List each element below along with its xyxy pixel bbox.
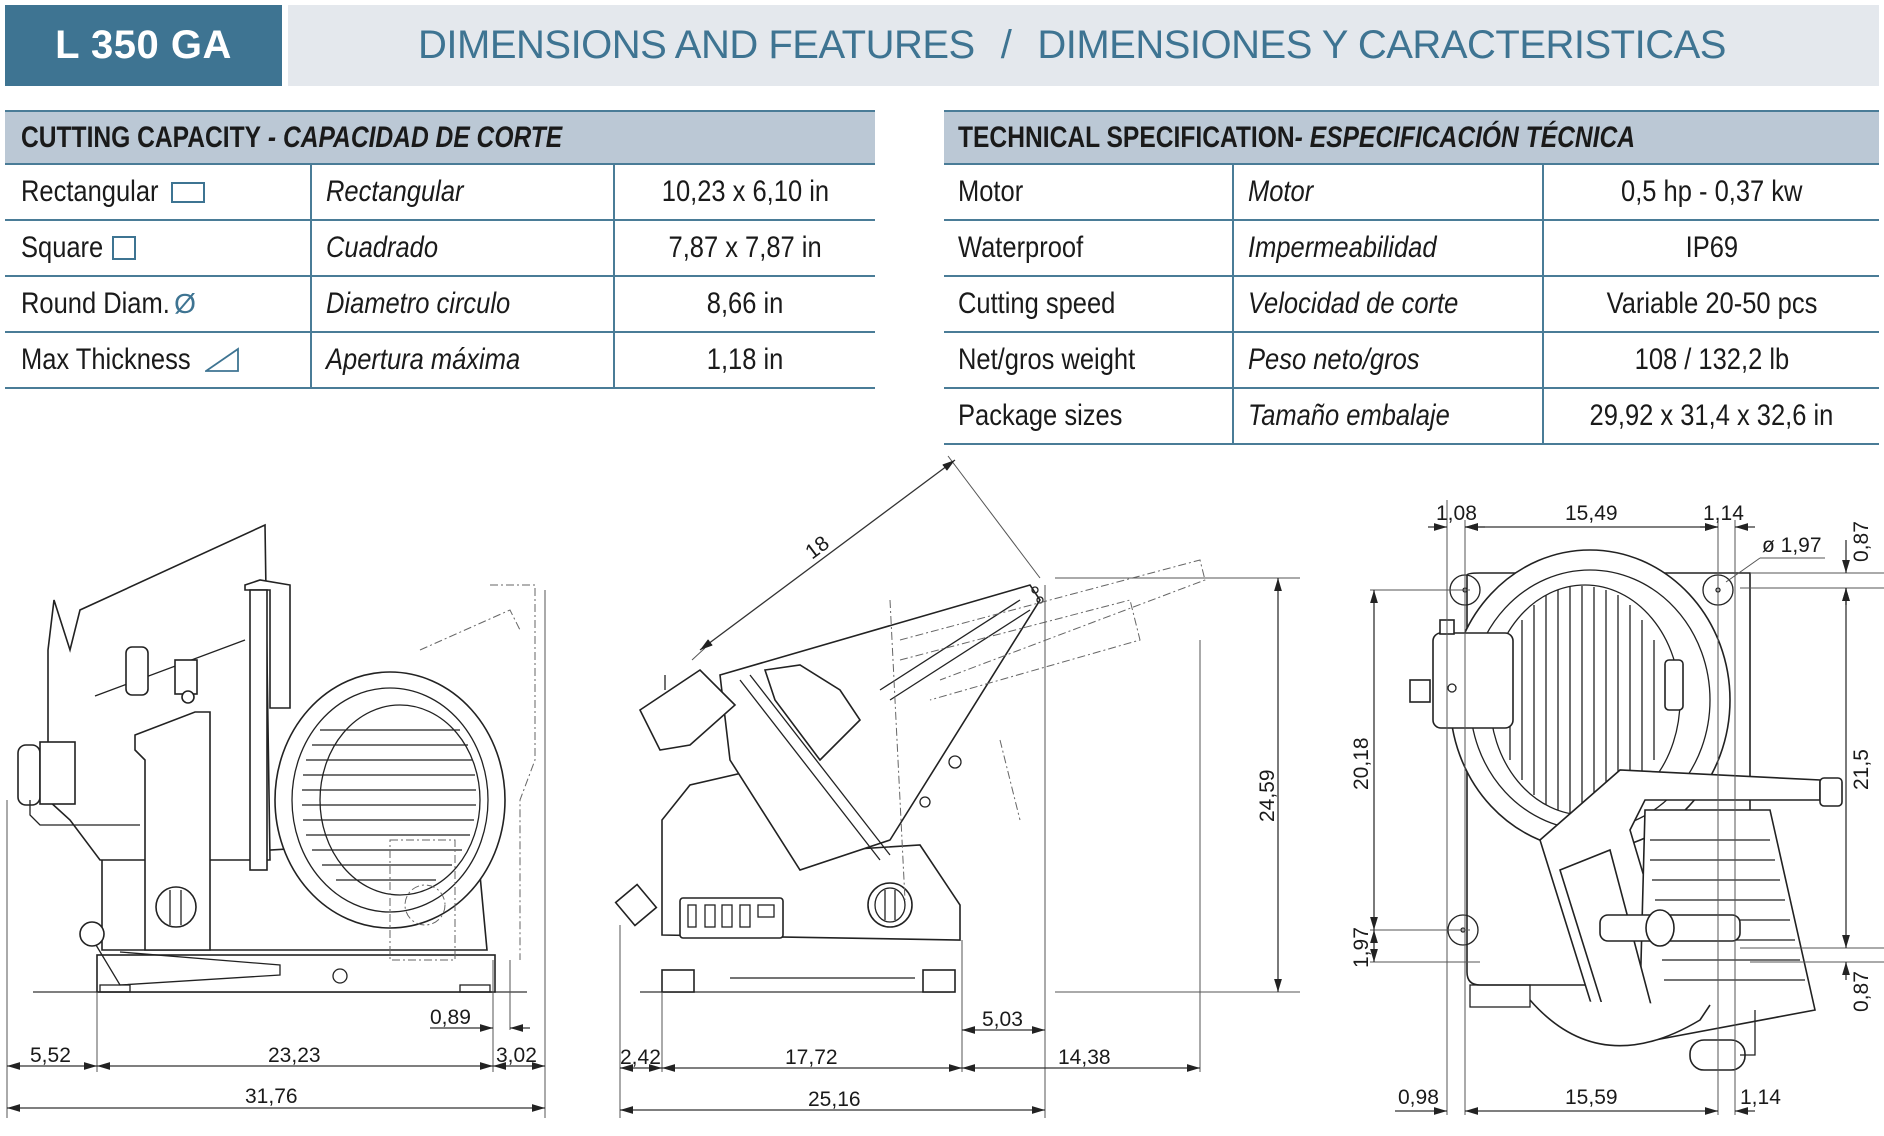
row-label-en: Rectangular [21,175,159,208]
dim-label: 24,59 [1256,769,1279,822]
title-es: DIMENSIONES Y CARACTERISTICAS [1037,23,1726,67]
heading-separator: - [261,120,283,154]
dim-label: 0,98 [1398,1086,1439,1109]
row-value: 8,66 in [706,287,784,320]
table-row: Waterproof Impermeabilidad IP69 [944,221,1879,277]
heading-en: TECHNICAL SPECIFICATION [958,120,1295,154]
dim-label: 2,42 [620,1046,661,1069]
dim-label: 1,14 [1740,1086,1781,1109]
dim-label: 5,03 [982,1008,1023,1031]
model-name: L 350 GA [55,23,232,67]
heading-en: CUTTING CAPACITY [21,120,262,154]
dim-label: 3,02 [496,1044,537,1067]
control-panel [687,904,775,928]
dim-label: 0,87 [1850,971,1873,1012]
dim-label: 17,72 [785,1046,838,1069]
table-row: Square Cuadrado 7,87 x 7,87 in [5,221,875,277]
top-view-drawing: 1,08 15,49 1,14 ø 1,97 0,87 20,18 21,5 1… [1350,500,1884,1115]
dim-label: 21,5 [1850,749,1873,790]
side-view-drawing: 18 24,59 5,03 2,42 17,72 14,38 25,16 [614,455,1300,1118]
row-label-es: Impermeabilidad [1248,231,1437,264]
cutting-capacity-heading: CUTTING CAPACITY - CAPACIDAD DE CORTE [5,110,875,165]
row-label-es: Rectangular [326,175,464,208]
row-label-en: Max Thickness [21,343,191,376]
row-value: 1,18 in [706,343,784,376]
heading-separator: - [1294,120,1310,154]
dim-label: 23,23 [268,1044,321,1067]
row-value: 7,87 x 7,87 in [668,231,822,264]
rectangle-icon [170,182,205,203]
row-value: 29,92 x 31,4 x 32,6 in [1589,399,1834,432]
heading-es: ESPECIFICACIÓN TÉCNICA [1309,120,1635,154]
table-row: Cutting speed Velocidad de corte Variabl… [944,277,1879,333]
front-view-drawing: 0,89 5,52 23,23 3,02 31,76 [6,523,546,1118]
title-en: DIMENSIONS AND FEATURES [418,23,975,67]
dim-label: 5,52 [30,1044,71,1067]
row-label-es: Cuadrado [326,231,439,264]
table-row: Motor Motor 0,5 hp - 0,37 kw [944,165,1879,221]
dim-label: 25,16 [808,1088,861,1111]
dim-label: 0,87 [1850,521,1873,562]
row-value: 108 / 132,2 lb [1634,343,1789,376]
table-row: Max Thickness Apertura máxima 1,18 in [5,333,875,389]
triangle-icon [204,347,239,372]
row-value: 0,5 hp - 0,37 kw [1620,175,1803,208]
row-label-en: Round Diam. [21,287,170,320]
blade-ribs [1509,586,1655,814]
technical-specification-table: TECHNICAL SPECIFICATION- ESPECIFICACIÓN … [944,110,1879,445]
square-icon [111,236,136,260]
dim-label: 18 [801,532,833,564]
diameter-icon: Ø [174,288,196,319]
dim-label: 20,18 [1350,737,1373,790]
row-label-es: Velocidad de corte [1248,287,1459,320]
row-label-en: Cutting speed [958,287,1116,320]
title-separator: / [1000,23,1012,67]
dim-label: 15,59 [1565,1086,1618,1109]
row-label-es: Tamaño embalaje [1248,399,1450,432]
page-title: DIMENSIONS AND FEATURES / DIMENSIONES Y … [288,5,1879,86]
row-value: 10,23 x 6,10 in [661,175,829,208]
row-label-es: Motor [1248,175,1314,208]
table-row: Net/gros weight Peso neto/gros 108 / 132… [944,333,1879,389]
dim-label: 1,08 [1436,502,1477,525]
blade-slots [302,729,476,881]
cutting-capacity-table: CUTTING CAPACITY - CAPACIDAD DE CORTE Re… [5,110,875,389]
row-label-en: Package sizes [958,399,1123,432]
dim-label: 1,97 [1350,927,1373,968]
row-label-en: Motor [958,175,1024,208]
dim-label: ø 1,97 [1762,534,1822,557]
row-label-es: Peso neto/gros [1248,343,1420,376]
row-value: IP69 [1685,231,1738,264]
dim-label: 31,76 [245,1085,298,1108]
row-label-en: Waterproof [958,231,1084,264]
table-row: Package sizes Tamaño embalaje 29,92 x 31… [944,389,1879,445]
model-badge: L 350 GA [5,5,282,86]
row-label-es: Apertura máxima [326,343,521,376]
heading-es: CAPACIDAD DE CORTE [282,120,563,154]
row-label-en: Square [21,231,104,264]
dim-label: 14,38 [1058,1046,1111,1069]
row-label-es: Diametro circulo [326,287,511,320]
table-row: Round Diam. Ø Diametro circulo 8,66 in [5,277,875,333]
row-value: Variable 20-50 pcs [1606,287,1817,320]
row-label-en: Net/gros weight [958,343,1136,376]
technical-specification-heading: TECHNICAL SPECIFICATION- ESPECIFICACIÓN … [944,110,1879,165]
dim-label: 0,89 [430,1006,471,1029]
dim-label: 15,49 [1565,502,1618,525]
dim-label: 1,14 [1703,502,1744,525]
table-row: Rectangular Rectangular 10,23 x 6,10 in [5,165,875,221]
